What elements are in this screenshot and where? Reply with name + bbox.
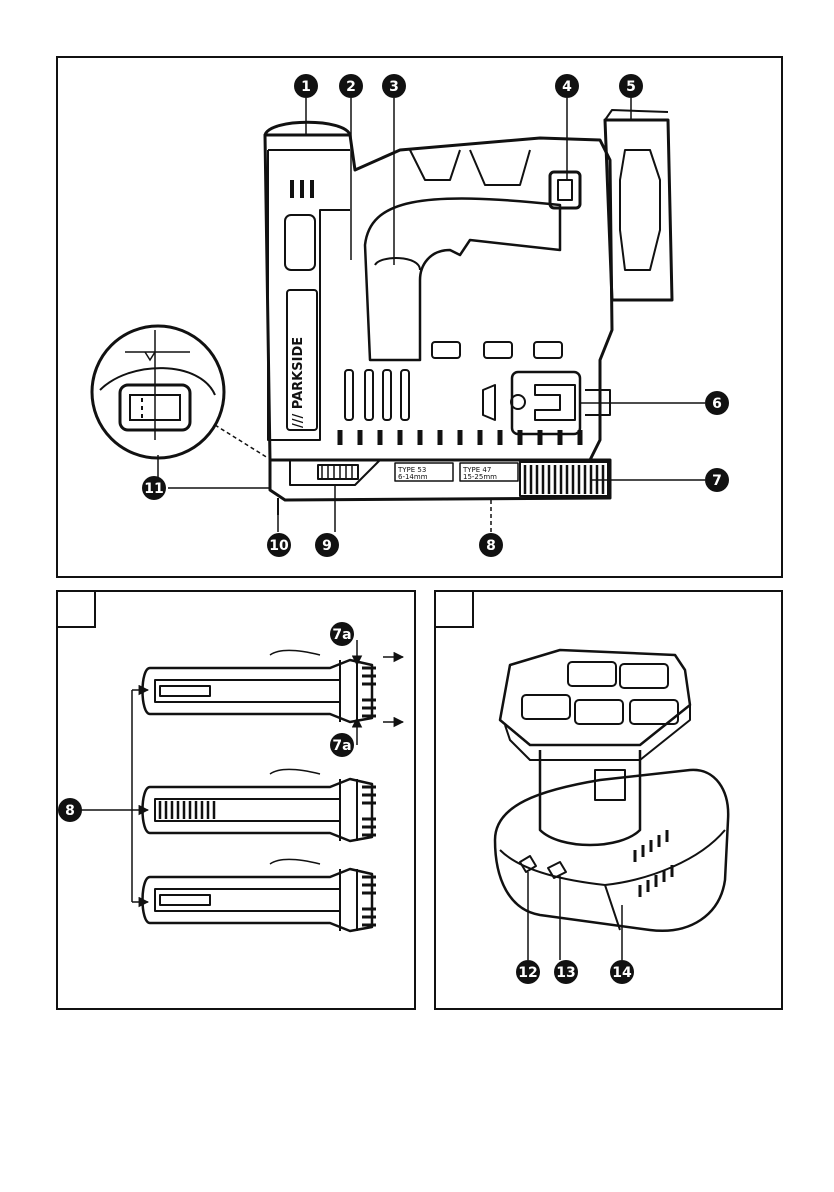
callout-7: 7 [705, 468, 729, 492]
callout-14: 14 [610, 960, 634, 984]
callout-7a-top: 7a [330, 622, 354, 646]
callout-12: 12 [516, 960, 540, 984]
svg-text:7a: 7a [332, 627, 351, 643]
svg-text:5: 5 [626, 79, 636, 95]
callout-2: 2 [339, 74, 363, 98]
svg-text:9: 9 [322, 538, 332, 554]
svg-text:7: 7 [712, 473, 722, 489]
callout-5: 5 [619, 74, 643, 98]
callout-6: 6 [705, 391, 729, 415]
callout-10: 10 [267, 533, 291, 557]
svg-text:4: 4 [562, 79, 572, 95]
svg-text:14: 14 [612, 965, 632, 981]
svg-text:13: 13 [556, 965, 575, 981]
figure-c-callouts: 12 13 14 [516, 960, 634, 984]
svg-text:11: 11 [144, 481, 163, 497]
magazine-type-53-size: 6-14mm [398, 473, 428, 481]
callout-1: 1 [294, 74, 318, 98]
callout-4: 4 [555, 74, 579, 98]
magazine-type-47-size: 15-25mm [463, 473, 497, 481]
svg-text:2: 2 [346, 79, 356, 95]
parkside-brand-label: /// PARKSIDE [291, 337, 306, 428]
top-view-3 [143, 859, 377, 931]
callout-7a-bottom: 7a [330, 733, 354, 757]
svg-text:8: 8 [486, 538, 496, 554]
top-view-1 [143, 650, 377, 722]
top-view-2 [143, 769, 377, 841]
stapler-side-view [265, 110, 672, 515]
svg-text:12: 12 [518, 965, 537, 981]
svg-text:8: 8 [65, 803, 75, 819]
callout-11: 11 [142, 476, 166, 500]
detail-magnifier [92, 326, 268, 458]
battery-charger-view [495, 650, 728, 931]
svg-text:10: 10 [269, 538, 289, 554]
svg-text:1: 1 [301, 79, 311, 95]
callout-8-b: 8 [58, 798, 82, 822]
callout-13: 13 [554, 960, 578, 984]
svg-text:6: 6 [712, 396, 722, 412]
callout-8: 8 [479, 533, 503, 557]
callout-9: 9 [315, 533, 339, 557]
svg-text:7a: 7a [332, 738, 351, 754]
svg-text:3: 3 [389, 79, 399, 95]
callout-3: 3 [382, 74, 406, 98]
stapler-top-views [143, 650, 377, 931]
